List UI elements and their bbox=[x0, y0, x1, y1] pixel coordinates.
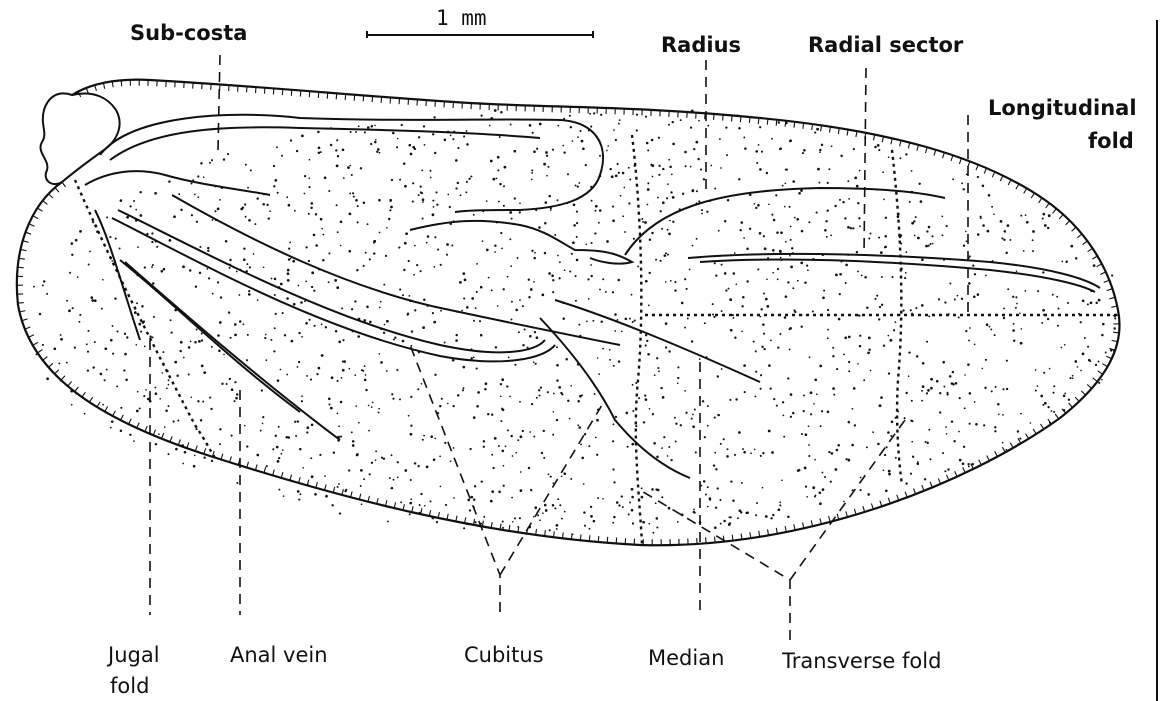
scale-bar: 1 mm bbox=[367, 6, 593, 38]
leader-lines bbox=[150, 55, 968, 640]
label-longitudinal-fold-2: fold bbox=[1088, 129, 1134, 153]
label-longitudinal-fold-1: Longitudinal bbox=[988, 96, 1137, 120]
label-sub-costa: Sub-costa bbox=[130, 21, 247, 45]
label-transverse-fold: Transverse fold bbox=[781, 649, 941, 673]
jugal-fold-line bbox=[75, 180, 215, 458]
label-jugal-fold-2: fold bbox=[110, 674, 149, 698]
median-line bbox=[632, 135, 642, 545]
label-radial-sector: Radial sector bbox=[808, 33, 964, 57]
label-radius: Radius bbox=[661, 33, 741, 57]
cubitus-vein bbox=[118, 210, 545, 352]
label-jugal-fold-1: Jugal bbox=[106, 643, 160, 667]
veins bbox=[85, 115, 1100, 478]
labels: Sub-costa Radius Radial sector Longitudi… bbox=[106, 21, 1137, 698]
label-cubitus: Cubitus bbox=[464, 643, 544, 667]
scale-bar-label: 1 mm bbox=[436, 6, 487, 30]
label-anal-vein: Anal vein bbox=[230, 643, 328, 667]
label-median: Median bbox=[648, 646, 724, 670]
